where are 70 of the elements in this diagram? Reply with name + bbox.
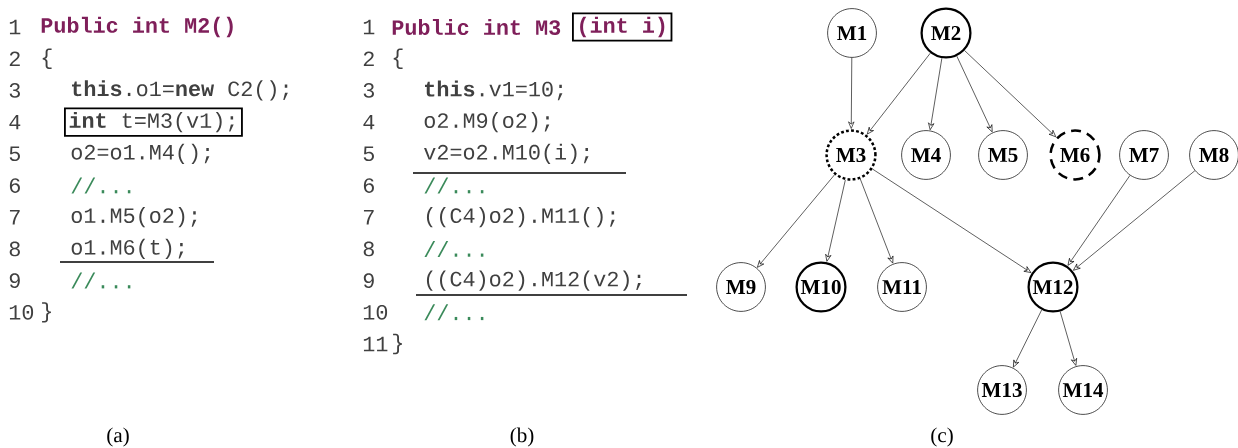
code-line: }: [42, 302, 51, 323]
arrow: [872, 168, 1032, 273]
method-node: M14: [1058, 365, 1108, 415]
method-node: M9: [716, 262, 766, 312]
method-node: M13: [977, 365, 1027, 415]
highlight-box: int t=M3(v1);: [64, 107, 243, 137]
arrow: [848, 57, 855, 129]
panel-caption: (a): [107, 427, 129, 447]
code-line: {: [42, 48, 52, 69]
arrow: [825, 179, 846, 262]
code-comment: //...: [424, 304, 484, 321]
line-number: 3: [363, 83, 374, 98]
code-line: o2.M9(o2);: [424, 111, 550, 133]
code-comment: //...: [71, 177, 131, 194]
panel-caption: (c): [931, 427, 953, 447]
code-line: ((C4)o2).M12(v2);: [426, 270, 641, 291]
method-node: M12: [1027, 261, 1079, 313]
arrow: [757, 174, 835, 268]
line-number: 2: [363, 51, 374, 66]
line-number: 9: [9, 273, 20, 288]
line-number: 8: [9, 241, 20, 257]
method-node: M8: [1189, 130, 1238, 180]
line-number: 11: [363, 336, 388, 352]
code-line: {: [393, 48, 403, 69]
line-number: 7: [9, 210, 20, 225]
method-node: M1: [827, 8, 877, 58]
arrow: [1073, 170, 1196, 271]
arrow: [866, 52, 931, 135]
line-number: 8: [363, 241, 374, 257]
arrow: [859, 178, 894, 264]
method-node: M6: [1049, 129, 1101, 181]
code-line: v2=o2.M10(i);: [424, 143, 589, 164]
method-node: M2: [920, 7, 972, 59]
line-number: 9: [363, 273, 374, 288]
method-node: M10: [795, 261, 847, 313]
code-line: ((C4)o2).M11();: [426, 207, 615, 228]
line-number: 4: [363, 114, 375, 130]
code-line: o1.M5(o2);: [71, 207, 197, 228]
line-number: 1: [363, 19, 375, 35]
line-number: 3: [9, 83, 20, 98]
line-number: 1: [9, 19, 21, 35]
code-comment: //...: [424, 240, 484, 257]
method-node: M11: [877, 262, 927, 312]
method-node: M3: [825, 129, 877, 181]
code-line: this.v1=10;: [425, 80, 563, 101]
line-number: 10: [9, 304, 34, 320]
arrow: [964, 50, 1057, 138]
line-number: 6: [9, 178, 20, 193]
arrow: [956, 55, 993, 133]
arrow: [1059, 311, 1077, 366]
line-number: 7: [363, 210, 374, 225]
arrow: [928, 57, 943, 131]
line-number: 10: [363, 304, 388, 320]
line-number: 4: [9, 114, 21, 130]
code-heading: Public int M2(): [41, 16, 233, 38]
code-line: o1.M6(t);: [71, 238, 184, 260]
method-node: M7: [1119, 130, 1169, 180]
panel-caption: (b): [510, 427, 534, 447]
arrow: [1067, 175, 1131, 266]
method-node: M5: [978, 130, 1028, 180]
code-comment: //...: [424, 177, 484, 194]
code-line: }: [393, 333, 402, 355]
highlight-box: (int i): [572, 12, 673, 42]
arrow: [1013, 309, 1042, 368]
method-node: M4: [901, 130, 951, 180]
line-number: 2: [9, 51, 20, 66]
code-comment: //...: [71, 272, 131, 289]
line-number: 5: [9, 146, 20, 162]
line-number: 6: [363, 178, 374, 193]
line-number: 5: [363, 146, 374, 162]
